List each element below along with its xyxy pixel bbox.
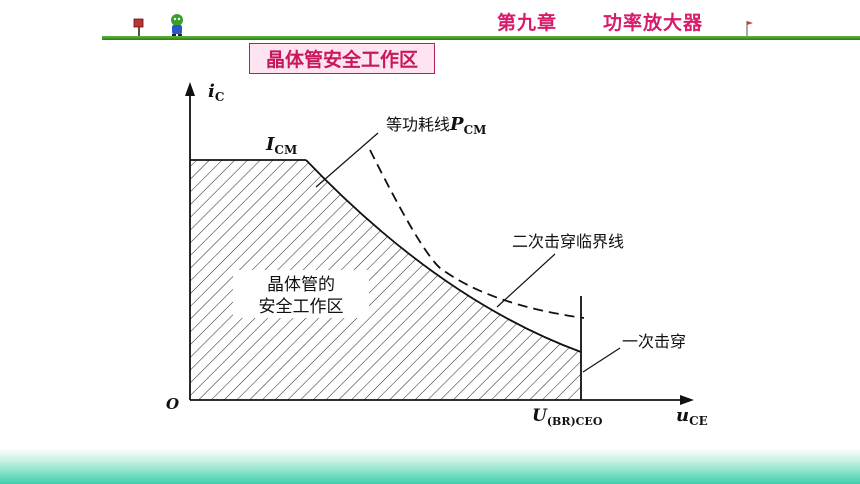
second-breakdown-curve xyxy=(369,149,585,319)
power-line-label: 等功耗线PCM xyxy=(386,114,486,137)
flag-icon xyxy=(746,21,753,36)
power-limit-curve xyxy=(305,159,582,353)
icm-label: ICM xyxy=(265,134,297,157)
chapter-label: 第九章 xyxy=(497,12,558,34)
header-divider xyxy=(102,36,860,40)
y-axis-label: iC xyxy=(208,81,224,104)
region-label-box xyxy=(233,270,369,318)
cartoon-character-icon xyxy=(171,14,183,37)
origin-label: O xyxy=(166,395,179,413)
x-axis-arrow xyxy=(680,395,694,405)
second-breakdown-leader xyxy=(496,253,556,308)
second-breakdown-label: 二次击穿临界线 xyxy=(512,232,624,251)
region-label-line2: 安全工作区 xyxy=(259,297,344,317)
mailbox-icon xyxy=(133,18,144,36)
first-breakdown-leader xyxy=(582,347,621,373)
header-chapter: 第九章 功率放大器 xyxy=(497,8,703,35)
region-label-line1: 晶体管的 xyxy=(267,275,335,295)
footer-gradient-band xyxy=(0,448,860,484)
ubr-label: U(BR)CEO xyxy=(532,406,603,428)
x-axis-label: uCE xyxy=(676,405,708,428)
safe-region-fill xyxy=(190,160,581,400)
section-title: 晶体管安全工作区 xyxy=(249,43,435,74)
chapter-title: 功率放大器 xyxy=(603,12,704,34)
y-axis-arrow xyxy=(185,82,195,96)
first-breakdown-label: 一次击穿 xyxy=(622,332,686,351)
power-line-leader xyxy=(315,132,379,188)
